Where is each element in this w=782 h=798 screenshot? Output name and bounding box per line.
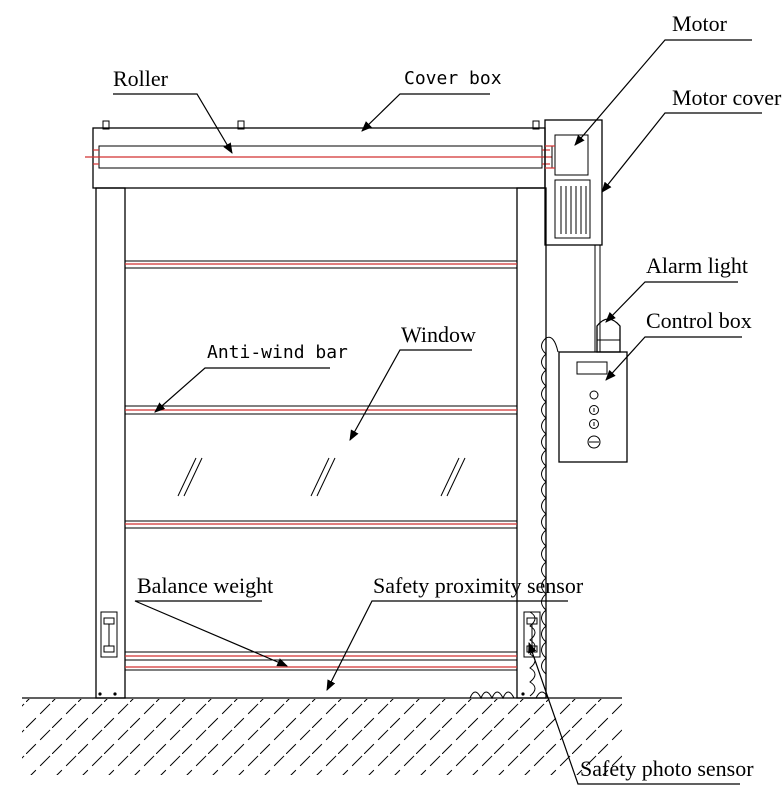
cover-box: [92, 120, 546, 189]
cable: [594, 245, 601, 352]
label-safety-proximity-sensor: Safety proximity sensor: [373, 573, 584, 598]
ground: [22, 697, 622, 775]
label-balance-weight: Balance weight: [137, 573, 273, 598]
roller: [85, 145, 553, 169]
label-control-box: Control box: [646, 308, 752, 333]
motor-cover: [544, 119, 603, 246]
coiled-cable: [469, 336, 559, 700]
curtain: [125, 260, 517, 269]
lower-bar: [125, 520, 517, 529]
label-window: Window: [401, 322, 476, 347]
anti-wind-bar: [125, 405, 517, 415]
label-motor-cover: Motor cover: [672, 85, 782, 110]
label-motor: Motor: [672, 11, 728, 36]
left-frame: [95, 187, 126, 699]
label-roller: Roller: [113, 66, 169, 91]
balance-weight: [125, 651, 517, 671]
label-alarm-light: Alarm light: [646, 253, 748, 278]
leaders: [113, 39, 762, 785]
motor: [545, 134, 591, 239]
label-cover-box: Cover box: [404, 68, 502, 89]
label-safety-photo-sensor: Safety photo sensor: [580, 756, 754, 781]
label-anti-wind-bar: Anti-wind bar: [207, 342, 348, 363]
window-marks: [177, 457, 466, 497]
right-frame: [516, 187, 547, 699]
control-box: [558, 351, 628, 463]
